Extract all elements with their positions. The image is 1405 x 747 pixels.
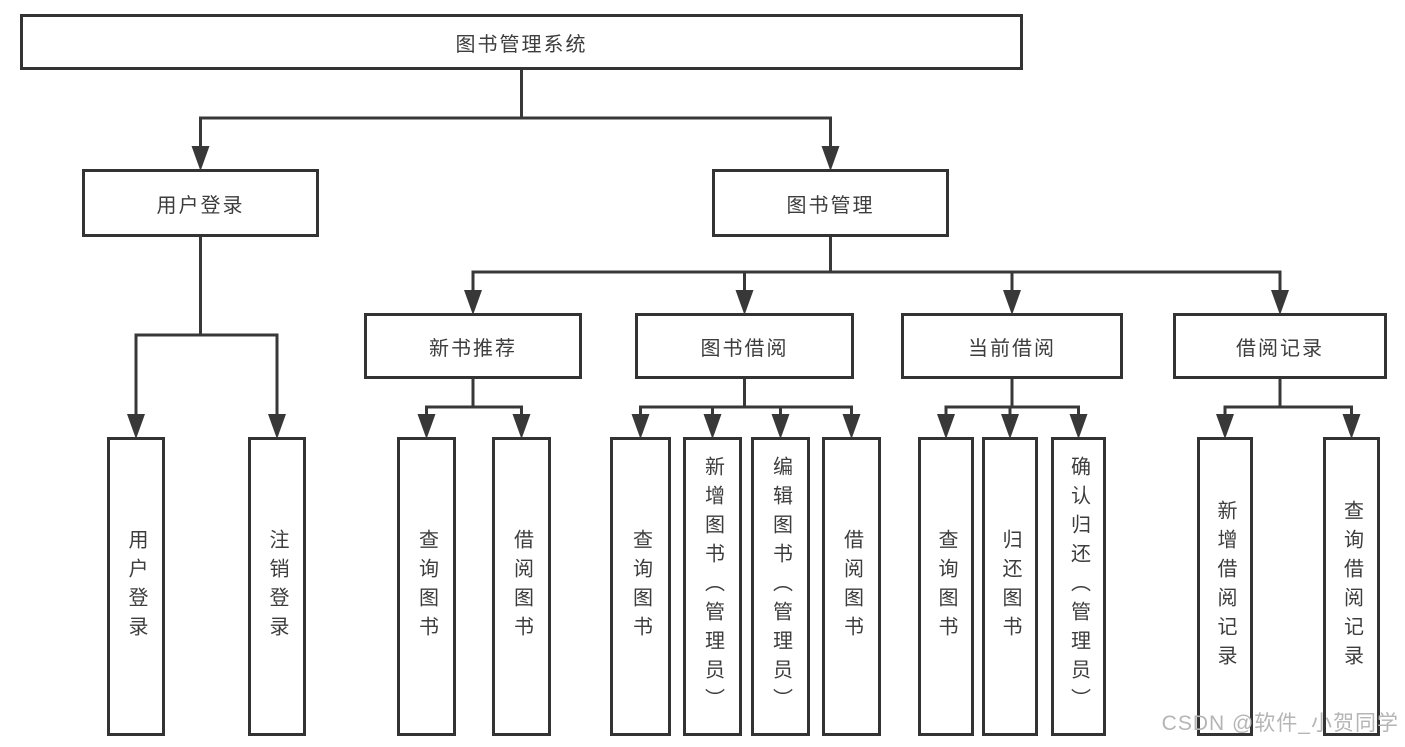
node-user-login: 用户登录	[82, 169, 319, 237]
node-edit-book-admin: 编辑图书（管理员）	[751, 437, 810, 736]
csdn-watermark: CSDN @软件_小贺同学	[1161, 712, 1399, 735]
node-label: 借阅图书	[840, 528, 863, 645]
node-query-borrow-record: 查询借阅记录	[1323, 437, 1380, 736]
node-label: 归还图书	[999, 528, 1021, 645]
node-label: 查询借阅记录	[1340, 499, 1363, 674]
node-book-management: 图书管理	[712, 169, 949, 237]
node-label: 查询图书	[935, 528, 957, 645]
node-borrow-records: 借阅记录	[1173, 313, 1387, 379]
node-label: 当前借阅	[968, 337, 1056, 360]
node-book-borrow: 图书借阅	[635, 313, 854, 379]
node-borrow-books-2: 借阅图书	[822, 437, 881, 736]
node-label: 借阅记录	[1236, 337, 1324, 360]
node-label: 用户登录	[125, 528, 147, 645]
node-label: 确认归还（管理员）	[1067, 456, 1090, 717]
node-query-books-1: 查询图书	[397, 437, 456, 736]
node-label: 编辑图书（管理员）	[769, 456, 792, 717]
node-confirm-return-admin: 确认归还（管理员）	[1051, 437, 1106, 736]
node-label: 新增图书（管理员）	[701, 456, 724, 717]
node-label: 借阅图书	[510, 528, 533, 645]
node-label: 用户登录	[156, 194, 245, 217]
node-new-book-recommend: 新书推荐	[364, 313, 582, 379]
node-label: 查询图书	[629, 528, 652, 645]
node-return-books: 归还图书	[982, 437, 1038, 736]
node-label: 新书推荐	[429, 337, 517, 360]
node-label: 新增借阅记录	[1214, 499, 1236, 674]
node-label: 图书管理系统	[455, 33, 588, 56]
node-user-login-op: 用户登录	[107, 437, 165, 736]
node-label: 查询图书	[415, 528, 438, 645]
node-label: 图书借阅	[700, 337, 789, 360]
node-query-books-3: 查询图书	[918, 437, 974, 736]
node-label: 图书管理	[786, 194, 875, 217]
node-add-book-admin: 新增图书（管理员）	[683, 437, 742, 736]
node-library-system: 图书管理系统	[20, 14, 1023, 70]
node-borrow-books-1: 借阅图书	[492, 437, 551, 736]
node-current-borrow: 当前借阅	[901, 313, 1123, 379]
node-add-borrow-record: 新增借阅记录	[1197, 437, 1253, 736]
node-label: 注销登录	[266, 528, 288, 645]
node-logout-op: 注销登录	[248, 437, 306, 736]
node-query-books-2: 查询图书	[610, 437, 671, 736]
